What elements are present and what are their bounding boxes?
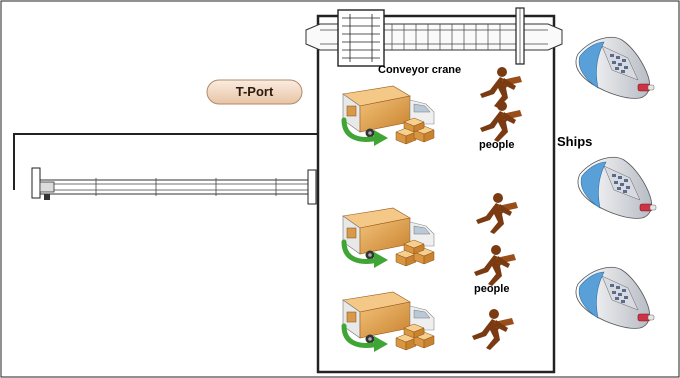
tport-badge: [206, 79, 303, 105]
access-line: [13, 133, 318, 190]
conveyor-crane-icon: [305, 7, 563, 67]
ships-label: Ships: [557, 134, 593, 149]
conveyor-crane-label: Conveyor crane: [378, 64, 462, 76]
gantry-rail-icon: [31, 167, 317, 205]
ship-icon: [575, 36, 655, 99]
people-label: people: [479, 139, 515, 151]
ship-icon: [577, 156, 657, 219]
people-label: people: [474, 283, 510, 295]
tport-label: T-Port: [235, 84, 274, 99]
ship-icon: [575, 266, 655, 329]
